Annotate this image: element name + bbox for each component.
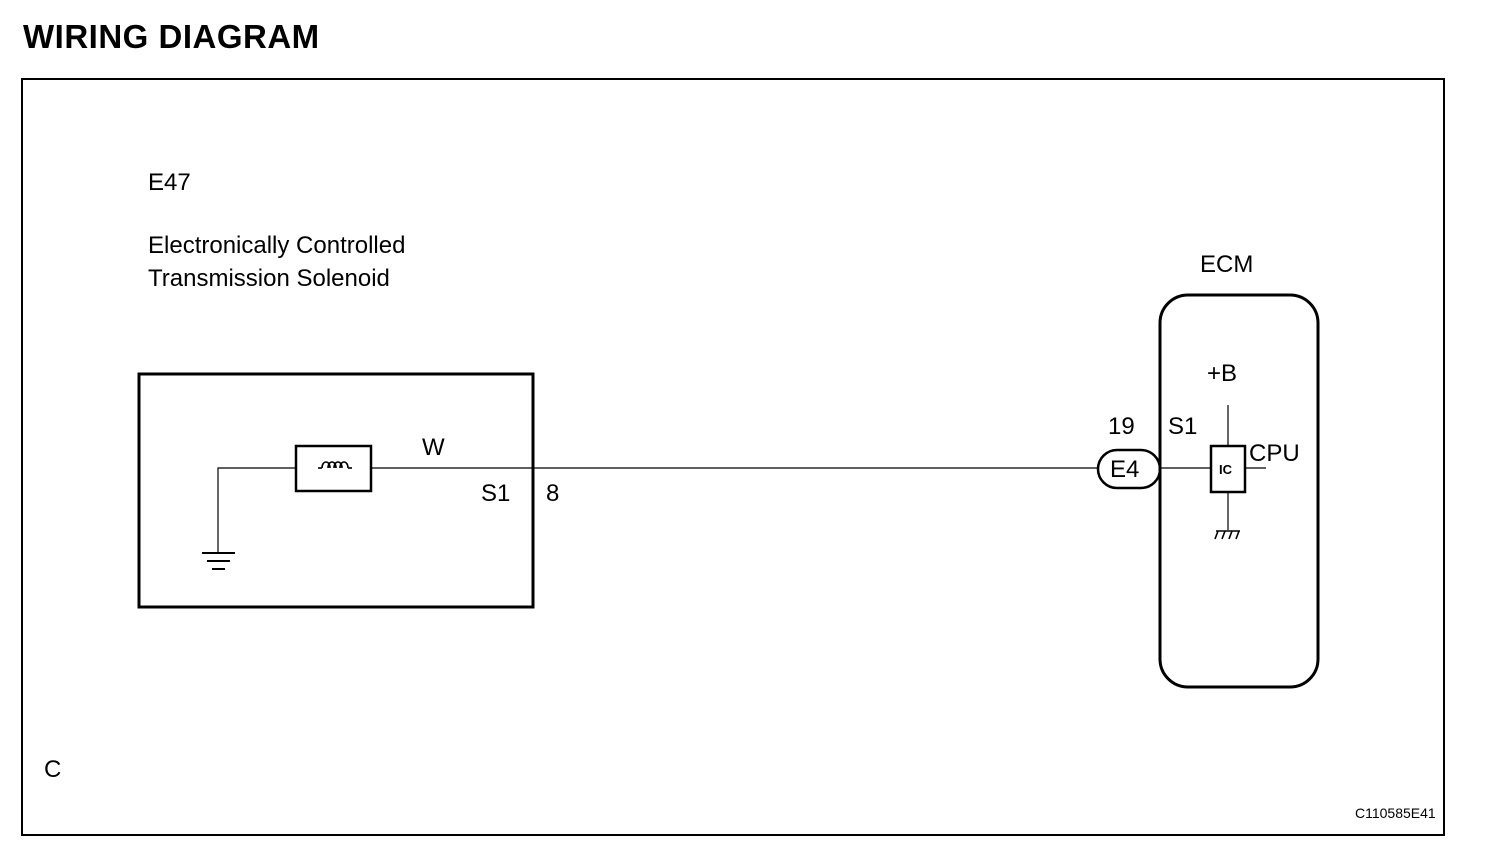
solenoid-box <box>137 372 535 609</box>
component-name-line2: Transmission Solenoid <box>148 265 390 292</box>
ground-icon <box>202 552 235 570</box>
component-code: E47 <box>148 169 191 196</box>
coil-icon <box>318 461 352 469</box>
ground-wire <box>217 467 296 553</box>
corner-letter: C <box>44 756 62 783</box>
ecm-title: ECM <box>1200 251 1254 278</box>
solenoid-pin-label: 8 <box>546 480 560 507</box>
page-title: WIRING DIAGRAM <box>23 18 320 55</box>
wire-color-label: W <box>422 434 445 461</box>
ecm-pin-label: 19 <box>1108 413 1135 440</box>
solenoid-terminal-label: S1 <box>481 480 511 507</box>
figure-code: C110585E41 <box>1355 805 1436 821</box>
connector-label: E4 <box>1110 456 1140 483</box>
cpu-label: CPU <box>1249 440 1300 467</box>
power-label: +B <box>1207 360 1238 387</box>
component-name-line1: Electronically Controlled <box>148 232 406 259</box>
ecm-terminal-label: S1 <box>1168 413 1198 440</box>
ecm-box <box>1158 293 1320 689</box>
diagram-frame <box>21 78 1445 836</box>
ic-label: IC <box>1219 462 1232 477</box>
coil-box <box>294 444 373 493</box>
chassis-ground-icon <box>1214 530 1240 540</box>
